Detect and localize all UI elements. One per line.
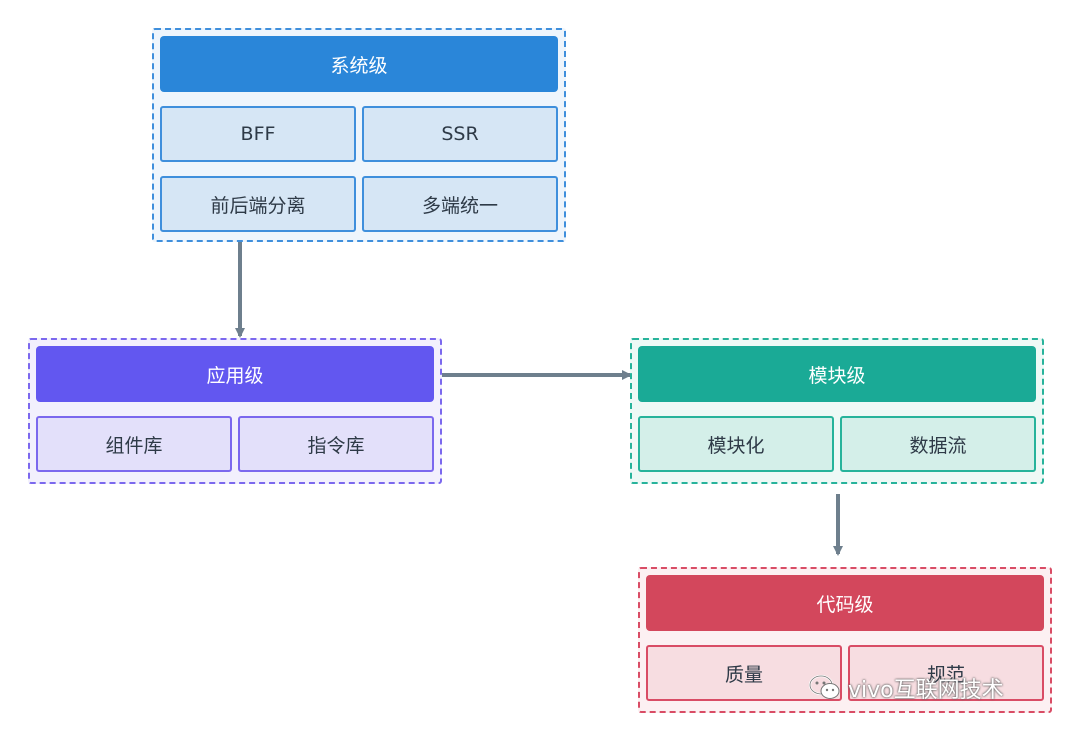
wechat-icon bbox=[808, 673, 842, 703]
module-level-title: 模块级 bbox=[638, 346, 1036, 402]
code-level-title: 代码级 bbox=[646, 575, 1044, 631]
application-level-group: 应用级 组件库 指令库 bbox=[28, 338, 442, 484]
ssr-box: SSR bbox=[362, 106, 558, 162]
modularization-box: 模块化 bbox=[638, 416, 834, 472]
quality-box: 质量 bbox=[646, 645, 842, 701]
system-level-group: 系统级 BFF SSR 前后端分离 多端统一 bbox=[152, 28, 566, 242]
directive-library-box: 指令库 bbox=[238, 416, 434, 472]
frontend-backend-separation-box: 前后端分离 bbox=[160, 176, 356, 232]
watermark: vivo互联网技术 bbox=[808, 672, 1004, 704]
module-level-group: 模块级 模块化 数据流 bbox=[630, 338, 1044, 484]
component-library-box: 组件库 bbox=[36, 416, 232, 472]
bff-box: BFF bbox=[160, 106, 356, 162]
specification-box: 规范 bbox=[848, 645, 1044, 701]
watermark-text: vivo互联网技术 bbox=[848, 678, 1004, 703]
application-level-title: 应用级 bbox=[36, 346, 434, 402]
multi-platform-unification-box: 多端统一 bbox=[362, 176, 558, 232]
data-flow-box: 数据流 bbox=[840, 416, 1036, 472]
system-level-title: 系统级 bbox=[160, 36, 558, 92]
code-level-group: 代码级 质量 规范 bbox=[638, 567, 1052, 713]
